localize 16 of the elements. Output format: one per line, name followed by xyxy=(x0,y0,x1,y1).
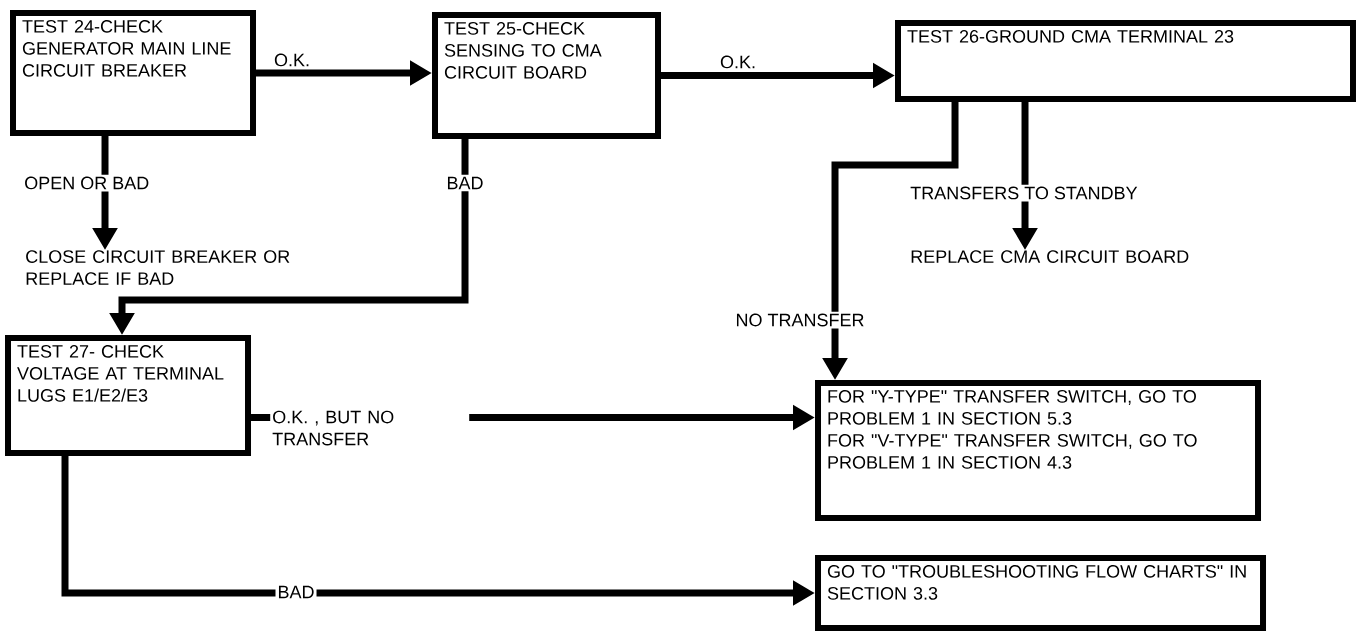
edge-label: O.K. xyxy=(272,51,312,69)
process-box: TEST 24-CHECK GENERATOR MAIN LINE CIRCUIT BREAKER xyxy=(10,10,256,136)
process-box: GO TO "TROUBLESHOOTING FLOW CHARTS" IN SECTION 3.3 xyxy=(815,555,1266,631)
instruction-text: CLOSE CIRCUIT BREAKER OR REPLACE IF BAD xyxy=(26,250,290,285)
edge-label: NO TRANSFER xyxy=(733,311,867,329)
edge-label: O.K. xyxy=(718,53,758,71)
edge-label: TRANSFERS TO STANDBY xyxy=(908,184,1140,202)
edge-label: O.K. , BUT NO TRANSFER xyxy=(270,408,470,448)
edge-label: BAD xyxy=(275,583,317,601)
process-box: TEST 27- CHECK VOLTAGE AT TERMINAL LUGS E1/E2/E3 xyxy=(5,335,251,456)
process-box: TEST 25-CHECK SENSING TO CMA CIRCUIT BOARD xyxy=(432,12,661,139)
edge-label: BAD xyxy=(444,174,486,192)
instruction-text: REPLACE CMA CIRCUIT BOARD xyxy=(911,250,1189,263)
process-box: FOR "Y-TYPE" TRANSFER SWITCH, GO TO PROBLEM 1 IN SECTION 5.3 FOR "V-TYPE" TRANSFER SWITCH, GO TO PROBLEM 1 IN SECTION 4.3 xyxy=(815,380,1261,521)
edge-label: OPEN OR BAD xyxy=(22,174,152,192)
process-box: TEST 26-GROUND CMA TERMINAL 23 xyxy=(895,20,1356,102)
